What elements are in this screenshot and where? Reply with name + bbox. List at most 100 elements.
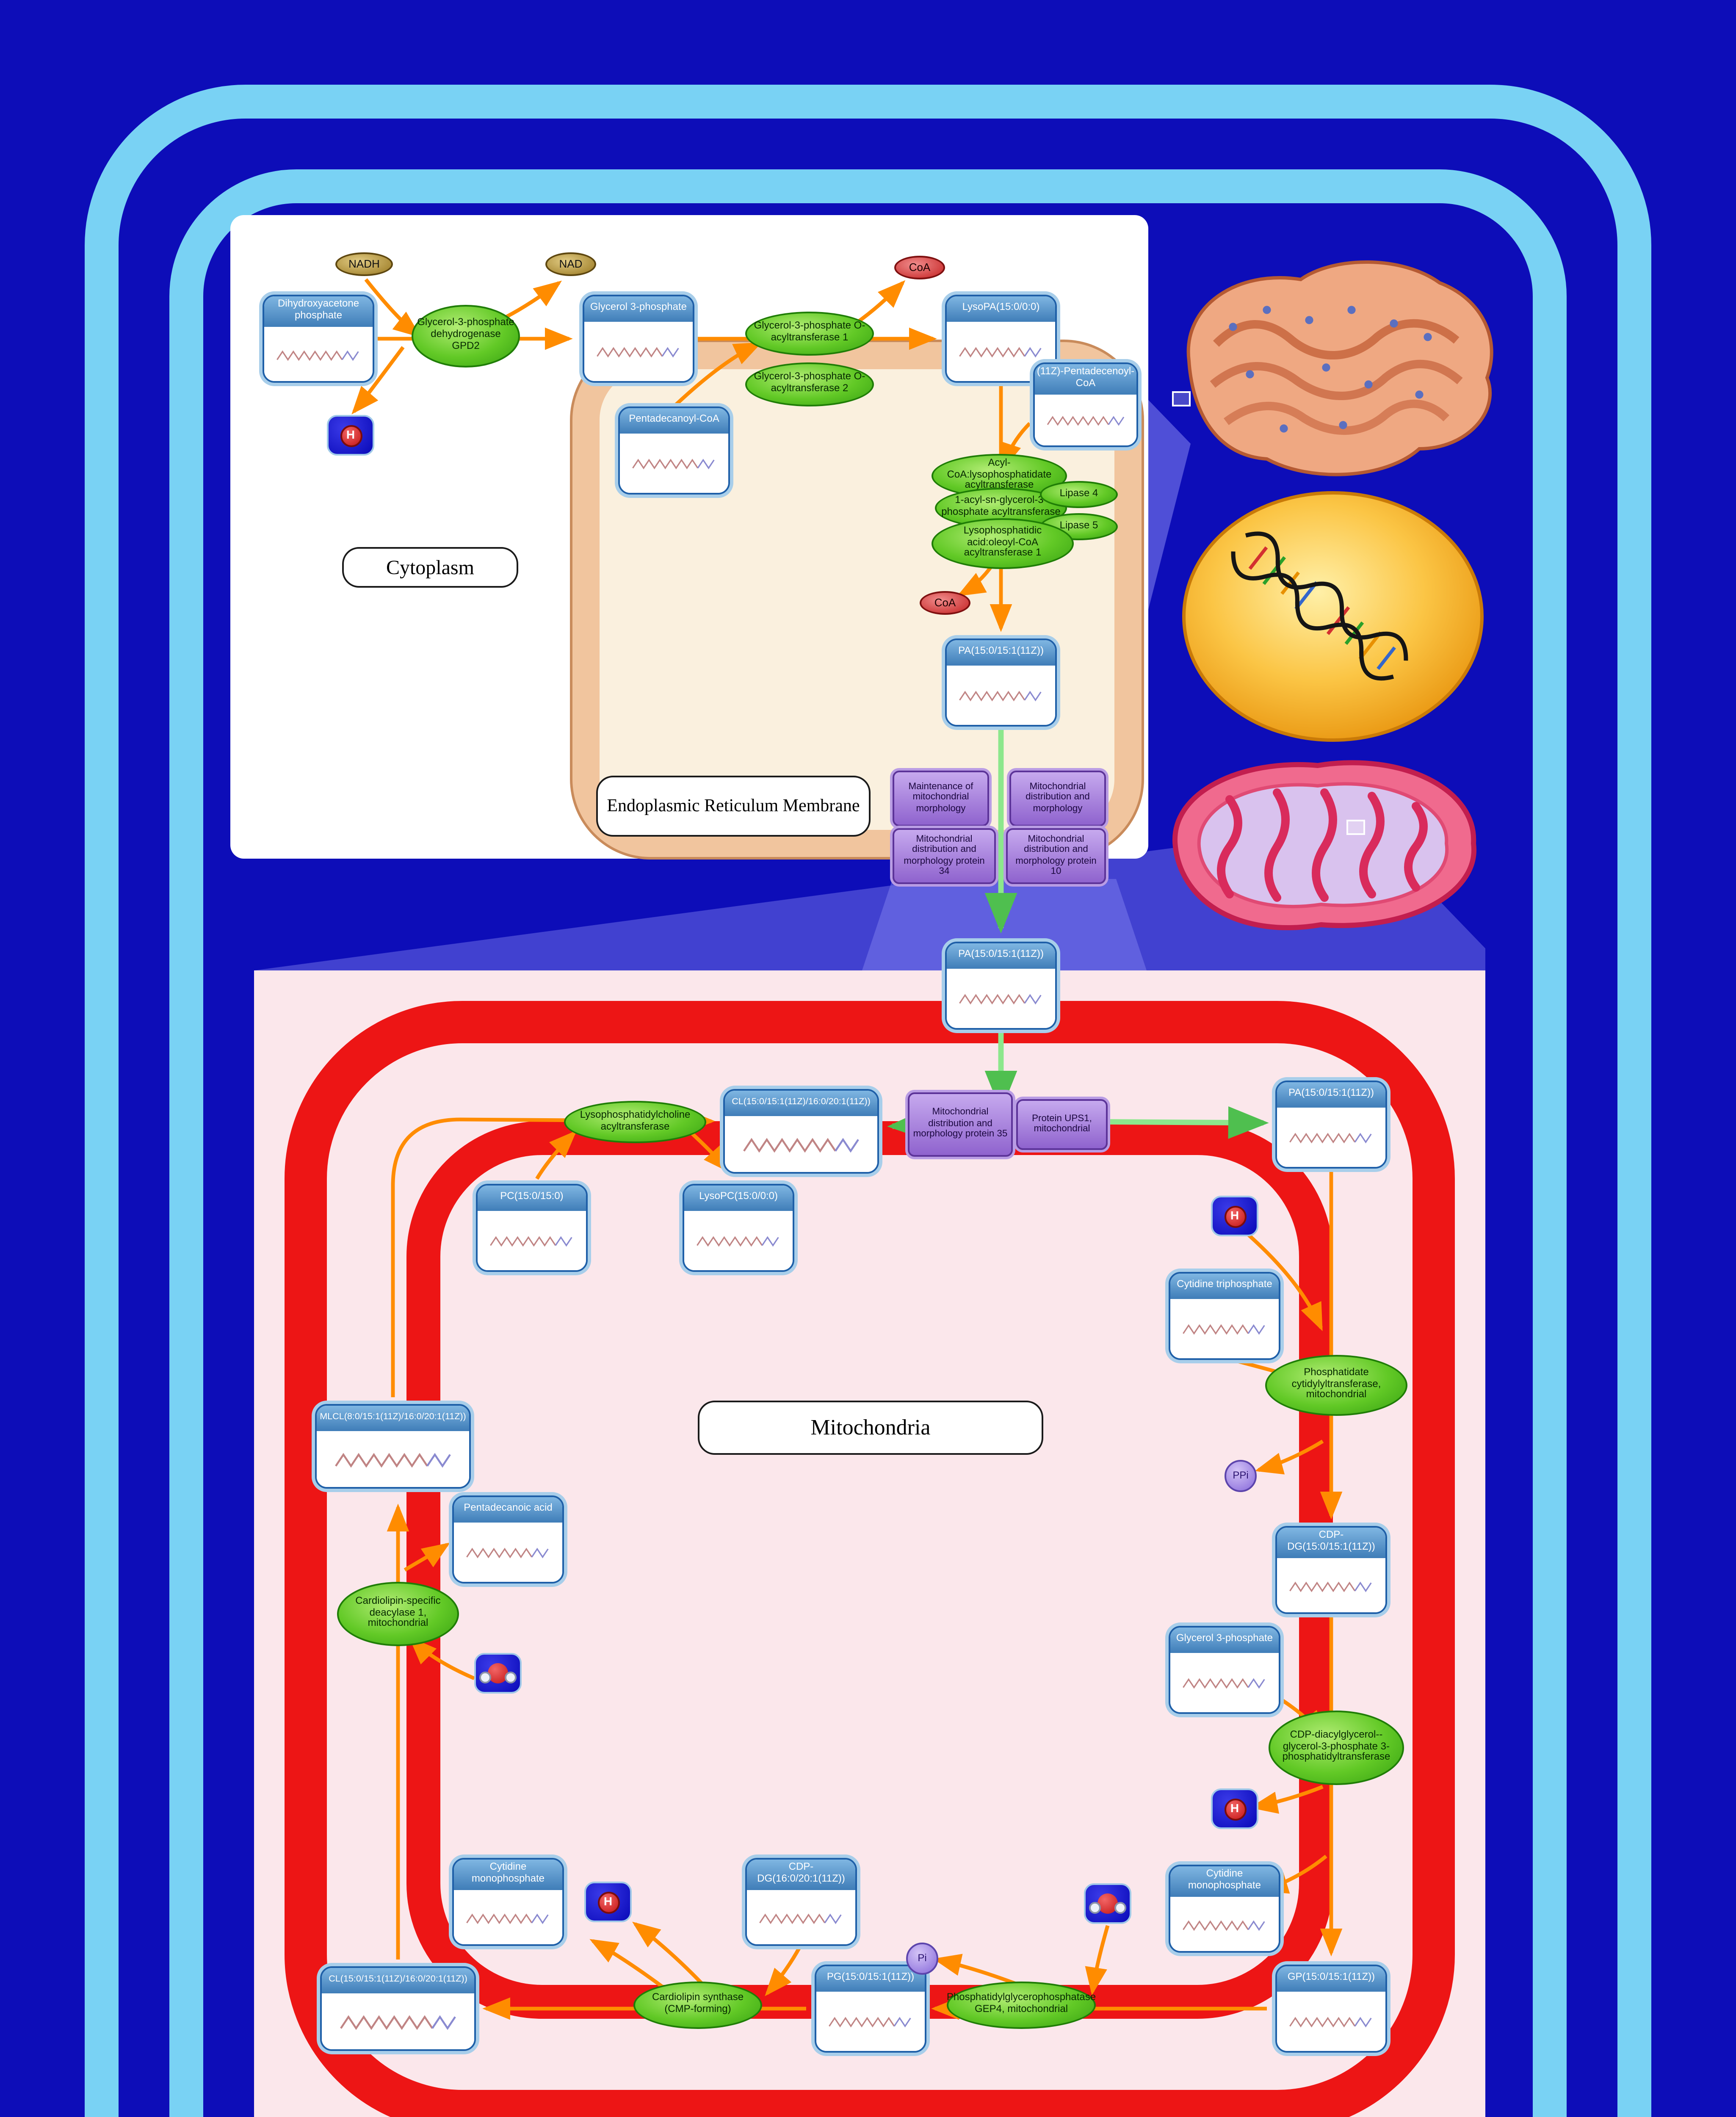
metabolite-ctp[interactable]: Cytidine triphosphate [1169,1272,1280,1360]
protein-mdm12[interactable]: Mitochondrial distribution and morpholog… [1009,771,1106,826]
chemical-structure [1183,1324,1266,1335]
metabolite-cmp-left[interactable]: Cytidine monophosphate [452,1858,564,1946]
metabolite-cl-remodeled[interactable]: CL(15:0/15:1(11Z)/16:0/20:1(11Z)) [723,1089,879,1174]
metabolite-pc[interactable]: PC(15:0/15:0) [476,1184,588,1272]
water-icon [1089,1892,1126,1915]
mito-zoom-source-rect [1346,820,1365,835]
chemical-structure [1047,416,1125,427]
mito-outer-membrane [285,1001,1455,2117]
metabolite-mlcl[interactable]: MLCL(8:0/15:1(11Z)/16:0/20:1(11Z)) [315,1404,471,1489]
cofactor-nadh[interactable]: NADH [335,252,393,276]
cell-membrane-inner [169,169,1567,2117]
mitochondrion-illustration [1172,760,1476,930]
enzyme-gep4[interactable]: Phosphatidylglycerophosphatase GEP4, mit… [947,1982,1096,2029]
arrow-cdpdg2-in [765,1946,801,1996]
arrow-h-in-right [1247,1233,1323,1332]
arrow-h-out-right [1249,1785,1324,1814]
h-ion-icon: H [597,1891,619,1913]
er-membrane-label: Endoplasmic Reticulum Membrane [596,776,871,837]
metabolite-pa-ims[interactable]: PA(15:0/15:1(11Z)) [945,942,1057,1030]
water-molecule-2[interactable] [1084,1883,1131,1924]
metabolite-pa-er[interactable]: PA(15:0/15:1(11Z)) [945,638,1057,727]
mitochondria-label: Mitochondria [698,1401,1043,1455]
metabolite-gp[interactable]: GP(15:0/15:1(11Z)) [1275,1965,1387,2053]
protein-ups1[interactable]: Protein UPS1, mitochondrial [1016,1099,1108,1150]
er-zoom-source-rect [1172,391,1191,406]
cytoplasm-label: Cytoplasm [342,547,518,588]
metabolite-lysopc[interactable]: LysoPC(15:0/0:0) [683,1184,794,1272]
protein-mdm34[interactable]: Mitochondrial distribution and morpholog… [893,828,996,884]
water-icon [479,1661,517,1685]
chemical-structure [1290,1581,1373,1592]
arrow-pentadecanoic-out [404,1542,451,1572]
enzyme-gpd2[interactable]: Glycerol-3-phosphate dehydrogenase GPD2 [412,305,520,368]
protein-mmm1[interactable]: Maintenance of mitochondrial morphology [893,771,989,826]
chemical-structure [697,1236,780,1247]
chemical-structure [959,994,1042,1005]
protein-mdm10[interactable]: Mitochondrial distribution and morpholog… [1006,828,1106,884]
ppi-molecule[interactable]: PPi [1225,1460,1257,1492]
proton-h-3[interactable]: H [1211,1788,1258,1829]
chemical-structure [760,1913,843,1924]
metabolite-dhap[interactable]: Dihydroxyacetone phosphate [263,295,374,383]
er-illustration [1186,260,1493,476]
enzyme-phosphatidate-cytidylyltransferase[interactable]: Phosphatidate cytidylyltransferase, mito… [1265,1355,1407,1416]
arrow-pc-in [535,1130,577,1180]
chemical-structure [959,691,1042,702]
enzyme-gpat1[interactable]: Glycerol-3-phosphate O-acyltransferase 1 [745,312,874,356]
chemical-structure [467,1913,550,1924]
metabolite-g3p-mito[interactable]: Glycerol 3-phosphate [1169,1626,1280,1714]
water-molecule-1[interactable] [474,1653,522,1694]
dna-helix [1231,531,1408,681]
metabolite-pentadecenoyl-coa[interactable]: (11Z)-Pentadecenoyl-CoA [1033,362,1138,447]
nucleus-illustration [1182,491,1484,742]
enzyme-lipase4[interactable]: Lipase 4 [1040,481,1118,508]
arrow-h-out-top [351,346,405,415]
metabolite-pa-mito[interactable]: PA(15:0/15:1(11Z)) [1275,1081,1387,1169]
cristae [1217,788,1428,902]
enzyme-cld1[interactable]: Cardiolipin-specific deacylase 1, mitoch… [337,1582,459,1646]
h-ion-icon: H [1224,1798,1246,1820]
enzyme-gpat2[interactable]: Glycerol-3-phosphate O-acyltransferase 2 [745,362,874,406]
chemical-structure [1183,1678,1266,1689]
metabolite-cdpdg-1[interactable]: CDP-DG(15:0/15:1(11Z)) [1275,1526,1387,1614]
chemical-structure [335,1453,451,1469]
arrow-pentadecanoylcoa-in [674,342,762,406]
cofactor-coa-2[interactable]: CoA [920,591,970,615]
metabolite-pentadecanoyl-coa[interactable]: Pentadecanoyl-CoA [618,406,730,495]
chemical-structure [959,347,1042,358]
chemical-structure [633,459,716,470]
metabolite-pg[interactable]: PG(15:0/15:1(11Z)) [815,1965,926,2053]
enzyme-loa1[interactable]: Lysophosphatidic acid:oleoyl-CoA acyltra… [932,518,1074,569]
enzyme-lpcat[interactable]: Lysophosphatidylcholine acyltransferase [564,1101,706,1143]
metabolite-cl[interactable]: CL(15:0/15:1(11Z)/16:0/20:1(11Z)) [320,1966,476,2051]
metabolite-cdpdg-2[interactable]: CDP-DG(16:0/20:1(11Z)) [745,1858,857,1946]
arrow-h2o-in-left [409,1636,475,1680]
cofactor-coa-1[interactable]: CoA [894,256,945,279]
arrow-mlcl-to-cl [391,1110,715,1397]
pi-molecule[interactable]: Pi [906,1943,938,1975]
arrow-ppi-out [1255,1440,1324,1475]
proton-h-4[interactable]: H [584,1882,632,1922]
chemical-structure [829,2017,912,2028]
metabolite-pentadecanoic-acid[interactable]: Pentadecanoic acid [452,1495,564,1584]
metabolite-g3p-cytoplasm[interactable]: Glycerol 3-phosphate [583,295,694,383]
enzyme-cardiolipin-synthase[interactable]: Cardiolipin synthase (CMP-forming) [633,1982,762,2029]
chemical-structure [467,1548,550,1559]
chemical-structure [597,347,680,358]
chemical-structure [743,1138,859,1154]
cofactor-nad[interactable]: NAD [545,252,596,276]
metabolite-cmp-right[interactable]: Cytidine monophosphate [1169,1865,1280,1953]
arrow-h2o-in-bottom [1085,1925,1110,1995]
proton-h-1[interactable]: H [327,415,374,456]
chemical-structure [340,2015,456,2031]
enzyme-pgp-synthase[interactable]: CDP-diacylglycerol--glycerol-3-phosphate… [1269,1711,1404,1785]
h-ion-icon: H [340,424,362,446]
cell-membrane-outer [85,85,1651,2117]
proton-h-2[interactable]: H [1211,1196,1258,1236]
chemical-structure [490,1236,573,1247]
protein-mdm35[interactable]: Mitochondrial distribution and morpholog… [908,1092,1013,1157]
chemical-structure [1183,1920,1266,1931]
